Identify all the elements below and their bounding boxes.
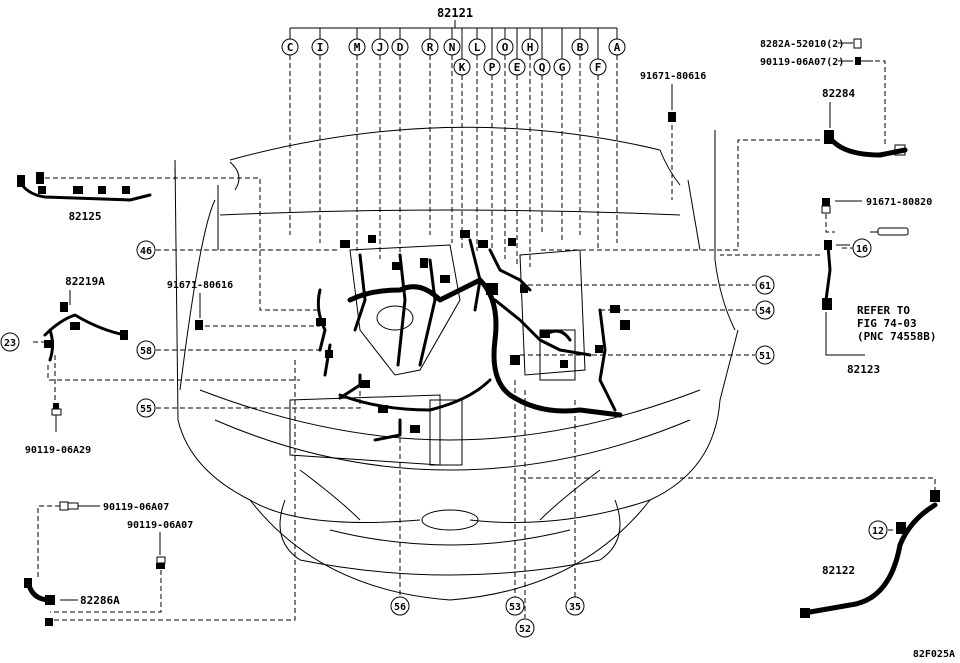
callout-label-53: 53	[509, 602, 521, 613]
letter-circle	[348, 38, 366, 56]
callout-label-55: 55	[140, 404, 152, 415]
letter-circle	[311, 38, 329, 56]
part-number-82125: 82125	[68, 210, 101, 223]
letter-circle	[281, 38, 299, 56]
callout-circle-12	[868, 520, 888, 540]
part-number-90119-06A07-2: 90119-06A07(2)	[760, 57, 844, 68]
part-number-8282A-52010: 8282A-52010(2)	[760, 39, 844, 50]
callout-label-46: 46	[140, 246, 152, 257]
fasteners-82284	[838, 38, 886, 145]
callout-label-12: 12	[872, 526, 884, 537]
letter-circle	[371, 38, 389, 56]
letter-circle	[508, 58, 526, 76]
letter-label-R: R	[427, 41, 434, 54]
part-number-91671-80616-top: 91671-80616	[640, 71, 706, 82]
part-number-91671-80616-left: 91671-80616	[167, 280, 233, 291]
callout-circle-16	[852, 238, 872, 258]
letter-label-G: G	[559, 61, 566, 74]
letter-circle	[608, 38, 626, 56]
letter-label-D: D	[397, 41, 404, 54]
callout-circle-53	[505, 596, 525, 616]
letter-label-A: A	[614, 41, 621, 54]
callout-leaders	[33, 247, 896, 618]
part-number-90119-06A07-b: 90119-06A07	[127, 520, 193, 531]
part-number-82123: 82123	[847, 363, 880, 376]
callout-label-35: 35	[569, 602, 581, 613]
part-number-82219A: 82219A	[65, 275, 105, 288]
letter-circle	[391, 38, 409, 56]
bolt-90119-06A07-a	[37, 501, 100, 580]
letter-circle	[468, 38, 486, 56]
part-number-91671-80820: 91671-80820	[866, 197, 932, 208]
letter-label-L: L	[474, 41, 481, 54]
callout-label-16: 16	[856, 244, 868, 255]
bolt-91671-80616-top	[668, 84, 676, 200]
callout-label-56: 56	[394, 602, 406, 613]
harness-82125	[17, 172, 320, 311]
letter-circle	[453, 58, 471, 76]
callout-circle-56	[390, 596, 410, 616]
letter-label-K: K	[459, 61, 466, 74]
letter-circle	[443, 38, 461, 56]
part-number-82121: 82121	[437, 6, 473, 20]
callout-label-61: 61	[759, 281, 771, 292]
part-number-82122: 82122	[822, 564, 855, 577]
letter-label-B: B	[577, 41, 584, 54]
figure-code: 82F025A	[913, 649, 955, 660]
callout-circle-23	[0, 332, 20, 352]
bolt-90119-06A07-b	[50, 532, 166, 613]
letter-label-F: F	[595, 61, 602, 74]
letter-circle	[496, 38, 514, 56]
letter-label-E: E	[514, 61, 521, 74]
bolt-91671-80616-left	[195, 293, 320, 330]
letter-label-P: P	[489, 61, 496, 74]
harness-82284	[540, 102, 908, 251]
letter-label-I: I	[317, 41, 324, 54]
callout-label-58: 58	[140, 346, 152, 357]
callout-label-51: 51	[759, 351, 771, 362]
refer-line-1: REFER TO	[857, 304, 910, 317]
letter-circle	[589, 58, 607, 76]
callout-circles: 46 58 55 23 61 54 51 16 12 56 53 52 35	[0, 238, 888, 638]
letter-label-C: C	[287, 41, 294, 54]
refer-line-3: (PNC 74558B)	[857, 330, 936, 343]
letter-circle	[483, 58, 501, 76]
vehicle-body-outline	[174, 126, 739, 601]
letter-label-N: N	[449, 41, 456, 54]
part-number-82286A: 82286A	[80, 594, 120, 607]
callout-circle-52	[515, 618, 535, 638]
letter-circle	[553, 58, 571, 76]
harness-82219A	[43, 290, 300, 400]
letter-label-Q: Q	[539, 61, 546, 74]
letter-circle	[521, 38, 539, 56]
callout-circle-35	[565, 596, 585, 616]
callout-circle-55	[136, 398, 156, 418]
callout-label-23: 23	[4, 338, 16, 349]
part-number-90119-06A07-a: 90119-06A07	[103, 502, 169, 513]
callout-circle-61	[755, 275, 775, 295]
letter-label-H: H	[527, 41, 534, 54]
letter-label-O: O	[502, 41, 509, 54]
callout-circle-51	[755, 345, 775, 365]
callout-circle-46	[136, 240, 156, 260]
letter-label-M: M	[354, 41, 361, 54]
callout-label-52: 52	[519, 624, 531, 635]
harness-82123	[720, 198, 909, 356]
bolt-90119-06A29	[51, 403, 62, 432]
harness-82122	[520, 477, 940, 618]
callout-circle-58	[136, 340, 156, 360]
callout-label-54: 54	[759, 306, 771, 317]
letter-circle	[533, 58, 551, 76]
harness-82286A	[24, 578, 78, 626]
part-number-90119-06A29: 90119-06A29	[25, 445, 91, 456]
callout-circle-54	[755, 300, 775, 320]
refer-line-2: FIG 74-03	[857, 317, 917, 330]
letter-circle	[571, 38, 589, 56]
letter-circle	[421, 38, 439, 56]
letter-label-J: J	[377, 41, 384, 54]
main-harness-82121	[316, 230, 630, 442]
part-number-82284: 82284	[822, 87, 855, 100]
